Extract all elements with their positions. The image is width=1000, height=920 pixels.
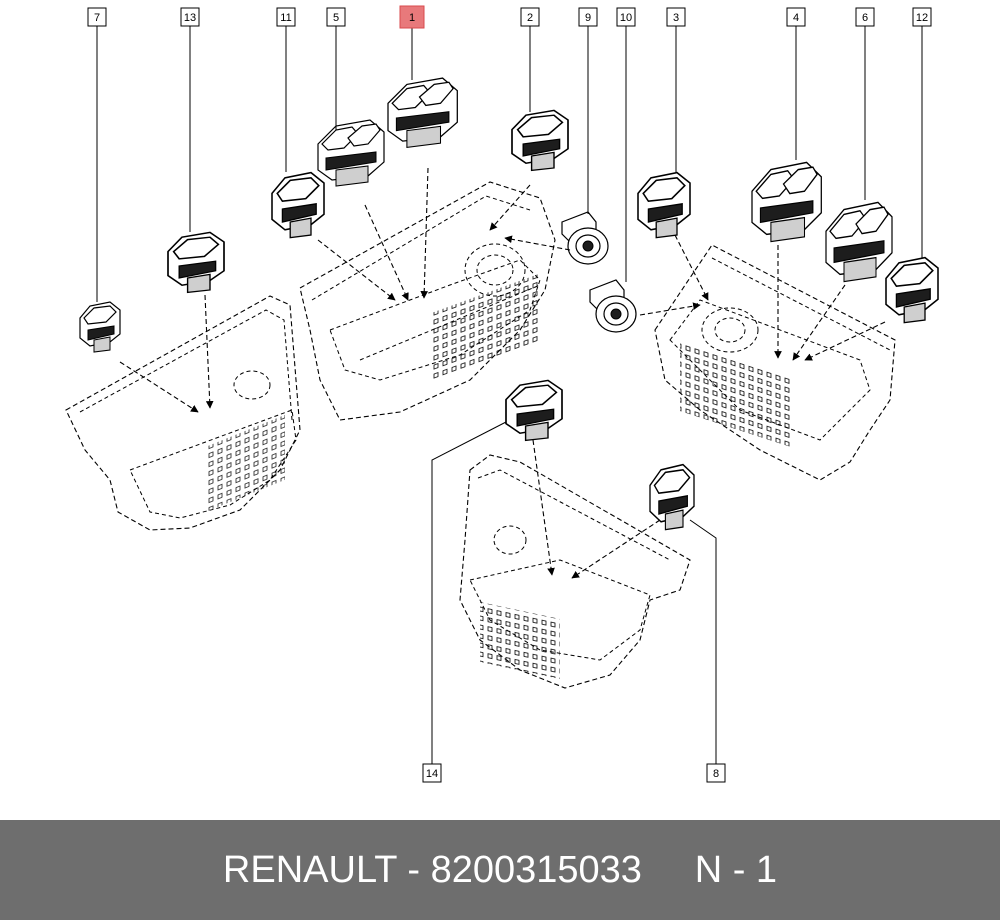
callout-1: 1 (399, 5, 425, 29)
callout-14-label: 14 (426, 768, 438, 780)
part-12-switch (885, 256, 939, 324)
door-panel-rear-left (65, 295, 301, 531)
part-9-knob (561, 211, 609, 265)
callout-11-label: 11 (280, 12, 291, 24)
part-number: 8200315033 (430, 848, 642, 891)
callout-5: 5 (326, 7, 346, 27)
part-2-switch (511, 109, 569, 172)
callout-12: 12 (912, 7, 932, 27)
part-6-switch (825, 201, 893, 283)
part-4-switch (751, 161, 823, 243)
callout-12-label: 12 (916, 12, 928, 24)
brand-separator: - (396, 848, 431, 891)
part-14-switch (505, 379, 563, 442)
callout-3-label: 3 (673, 12, 679, 24)
callout-11: 11 (276, 7, 296, 27)
callout-14: 14 (422, 763, 442, 783)
part-1-switch (387, 77, 458, 149)
part-13-switch (167, 231, 225, 294)
callout-7: 7 (87, 7, 107, 27)
callout-10-label: 10 (620, 12, 632, 24)
callout-4: 4 (786, 7, 806, 27)
part-11-switch (271, 171, 325, 239)
brand-name: RENAULT (222, 848, 397, 891)
leader-lines (96, 26, 923, 764)
part-8-switch (649, 463, 695, 531)
callout-1-label: 1 (409, 12, 415, 24)
assembly-arrows (119, 167, 886, 579)
callout-8-label: 8 (713, 768, 719, 780)
position-number: N - 1 (694, 848, 778, 891)
part-footer-text: RENAULT - 8200315033 N - 1 (223, 849, 777, 892)
callout-3: 3 (666, 7, 686, 27)
callout-7-label: 7 (94, 12, 100, 24)
callout-6: 6 (855, 7, 875, 27)
callout-2-label: 2 (527, 12, 533, 24)
part-5-switch (317, 119, 385, 187)
callout-9: 9 (578, 7, 598, 27)
door-panel-front-right (654, 244, 896, 481)
callout-10: 10 (616, 7, 636, 27)
callout-9-label: 9 (585, 12, 591, 24)
door-panel-front-left (299, 181, 556, 421)
callout-4-label: 4 (793, 12, 799, 24)
footer-gap (642, 849, 695, 891)
callout-2: 2 (520, 7, 540, 27)
part-3-switch (637, 171, 691, 239)
part-10-knob (589, 279, 637, 333)
parts-diagram: 7 13 11 5 1 2 9 10 3 4 6 12 (65, 5, 939, 783)
callout-8: 8 (706, 763, 726, 783)
part-7-switch (79, 301, 121, 353)
callout-6-label: 6 (862, 12, 868, 24)
part-footer-bar: RENAULT - 8200315033 N - 1 (0, 820, 1000, 920)
callout-5-label: 5 (333, 12, 339, 24)
callout-13: 13 (180, 7, 200, 27)
callout-13-label: 13 (184, 12, 196, 24)
